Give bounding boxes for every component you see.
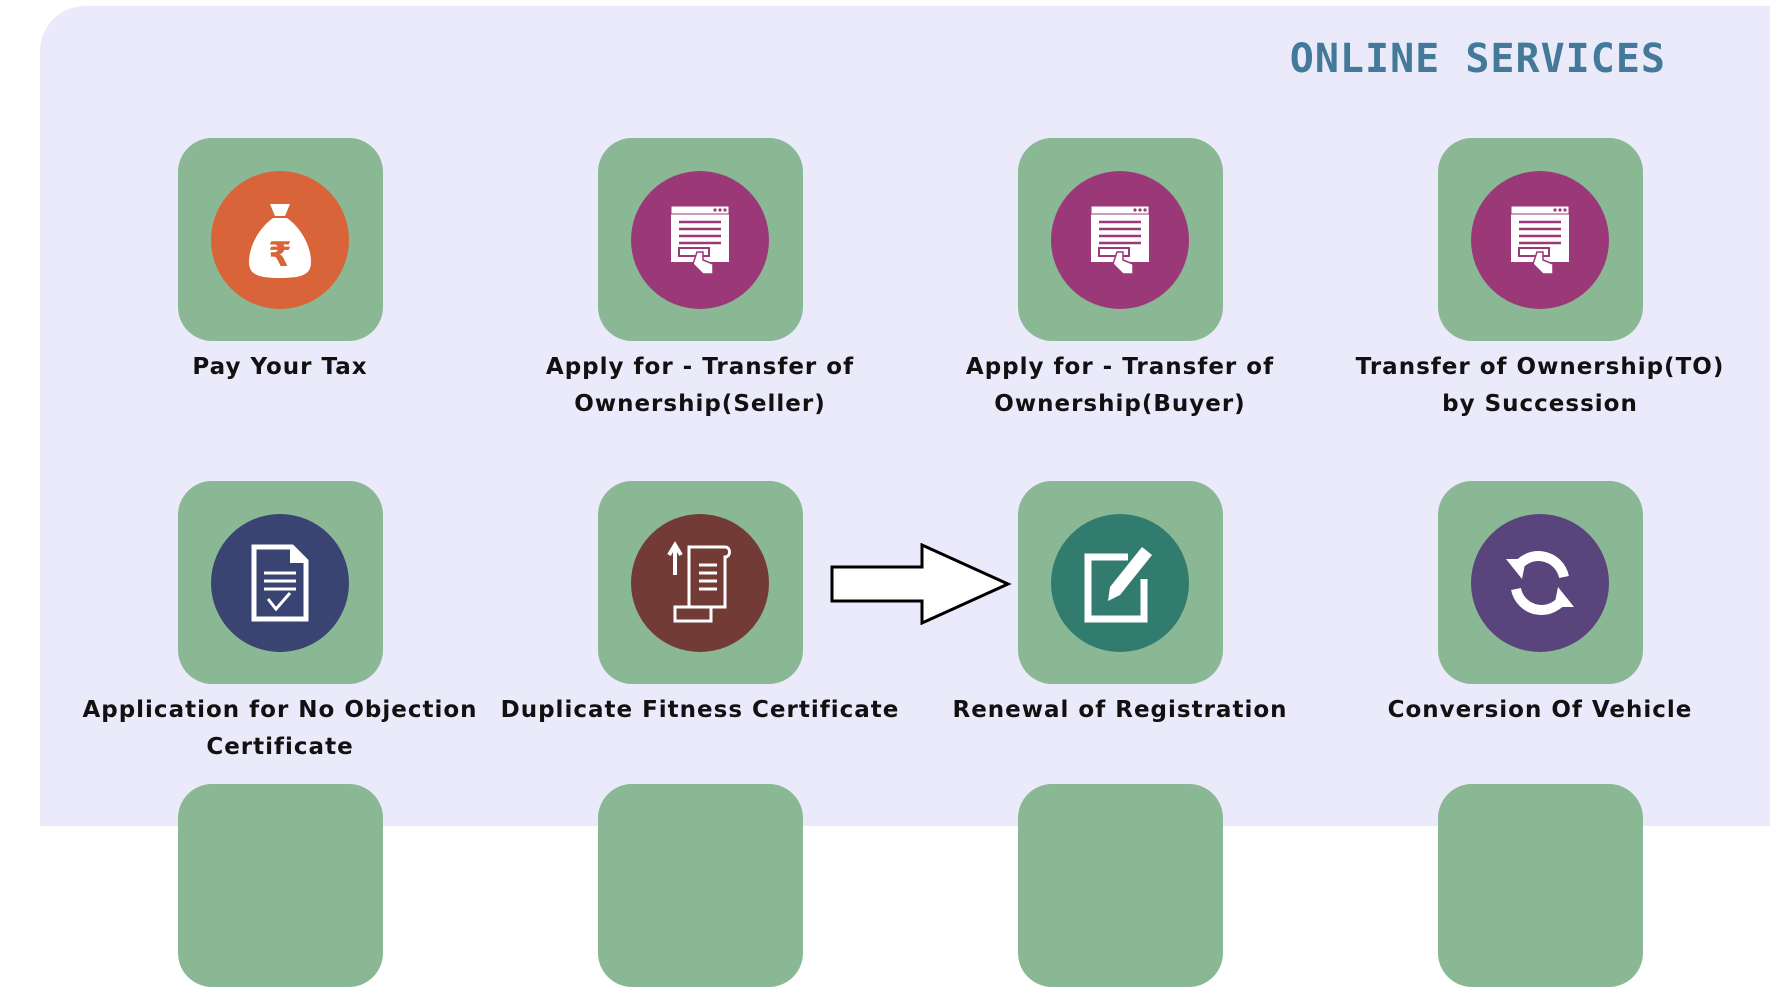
service-tile[interactable] — [597, 138, 803, 341]
service-renewal-of-registration[interactable]: Renewal of Registration — [910, 481, 1330, 729]
scroll-upload-icon — [631, 513, 769, 652]
service-tile[interactable] — [597, 481, 803, 684]
service-label[interactable]: Duplicate Fitness Certificate — [500, 697, 900, 723]
service-tile[interactable] — [1438, 784, 1643, 987]
service-duplicate-fitness-certificate[interactable]: Duplicate Fitness Certificate — [490, 481, 910, 729]
service-pay-your-tax[interactable]: ₹ Pay Your Tax — [70, 138, 490, 386]
web-form-click-icon — [631, 170, 769, 309]
service-label[interactable]: Pay Your Tax — [192, 354, 368, 380]
edit-pencil-icon — [1051, 513, 1189, 652]
service-transfer-of-ownership-to[interactable]: Transfer of Ownership(TO)by Succession — [1330, 138, 1750, 423]
web-form-click-icon — [1471, 170, 1609, 309]
service-tile[interactable] — [177, 481, 383, 684]
service-label[interactable]: Renewal of Registration — [952, 697, 1288, 723]
service-tile[interactable]: ₹ — [177, 138, 383, 341]
service-tile[interactable] — [178, 784, 383, 987]
money-bag-rupee-icon: ₹ — [211, 170, 349, 309]
page-title: ONLINE SERVICES — [1289, 36, 1666, 82]
svg-text:₹: ₹ — [268, 235, 292, 275]
service-tile[interactable] — [1017, 481, 1223, 684]
service-tile[interactable] — [1437, 138, 1643, 341]
service-label[interactable]: Conversion Of Vehicle — [1387, 697, 1693, 723]
service-tile[interactable] — [1437, 481, 1643, 684]
service-label[interactable]: Transfer of Ownership(TO)by Succession — [1355, 354, 1725, 417]
service-conversion-of-vehicle[interactable]: Conversion Of Vehicle — [1330, 481, 1750, 729]
service-tile[interactable] — [1017, 138, 1223, 341]
service-tile[interactable] — [1018, 784, 1223, 987]
web-form-click-icon — [1051, 170, 1189, 309]
right-arrow-icon — [830, 543, 1012, 625]
service-tile[interactable] — [598, 784, 803, 987]
refresh-icon — [1471, 513, 1609, 652]
document-check-icon — [211, 513, 349, 652]
